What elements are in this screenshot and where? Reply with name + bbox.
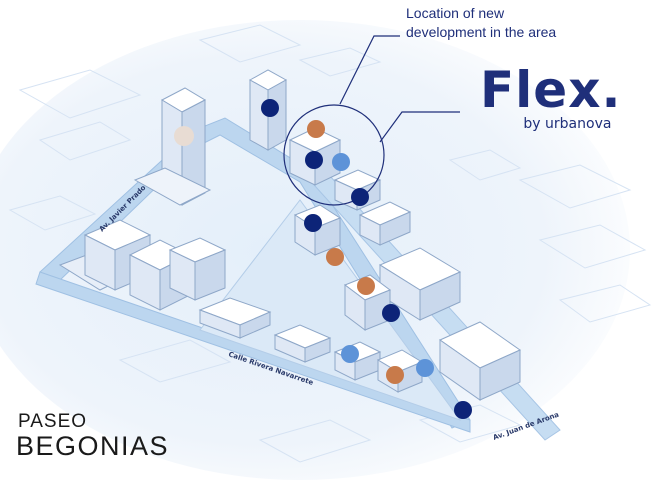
marker-navy xyxy=(304,214,322,232)
flex-logo: Flex. by urbanova xyxy=(480,62,621,132)
road-javier-prado xyxy=(39,117,471,429)
callout-line-2: development in the area xyxy=(406,24,557,40)
marker-orange xyxy=(307,120,325,138)
project-name-line-1: PASEO xyxy=(18,411,88,432)
marker-light-blue xyxy=(341,345,359,363)
marker-navy xyxy=(261,99,279,117)
project-name-line-2: BEGONIAS xyxy=(16,431,170,461)
map-markers xyxy=(174,99,472,419)
callout-leader-line xyxy=(339,35,400,105)
marker-light-blue xyxy=(332,153,350,171)
brand-name: Flex. xyxy=(480,61,622,119)
brand-leader-line xyxy=(379,111,460,143)
marker-orange xyxy=(326,248,344,266)
development-highlight-circle xyxy=(283,104,385,206)
marker-beige xyxy=(174,126,194,146)
callout-line-1: Location of new xyxy=(406,5,505,21)
project-logo: PASEO BEGONIAS xyxy=(16,412,169,461)
marker-navy xyxy=(351,188,369,206)
tower-center xyxy=(248,69,288,151)
tower-left xyxy=(133,87,212,206)
marker-orange xyxy=(386,366,404,384)
marker-orange xyxy=(357,277,375,295)
brand-subtitle: by urbanova xyxy=(523,116,612,132)
marker-light-blue xyxy=(416,359,434,377)
marker-navy xyxy=(454,401,472,419)
background-buildings xyxy=(8,24,652,463)
buildings-left-block xyxy=(58,219,382,381)
marker-navy xyxy=(382,304,400,322)
development-callout: Location of new development in the area xyxy=(406,4,646,42)
marker-navy xyxy=(305,151,323,169)
